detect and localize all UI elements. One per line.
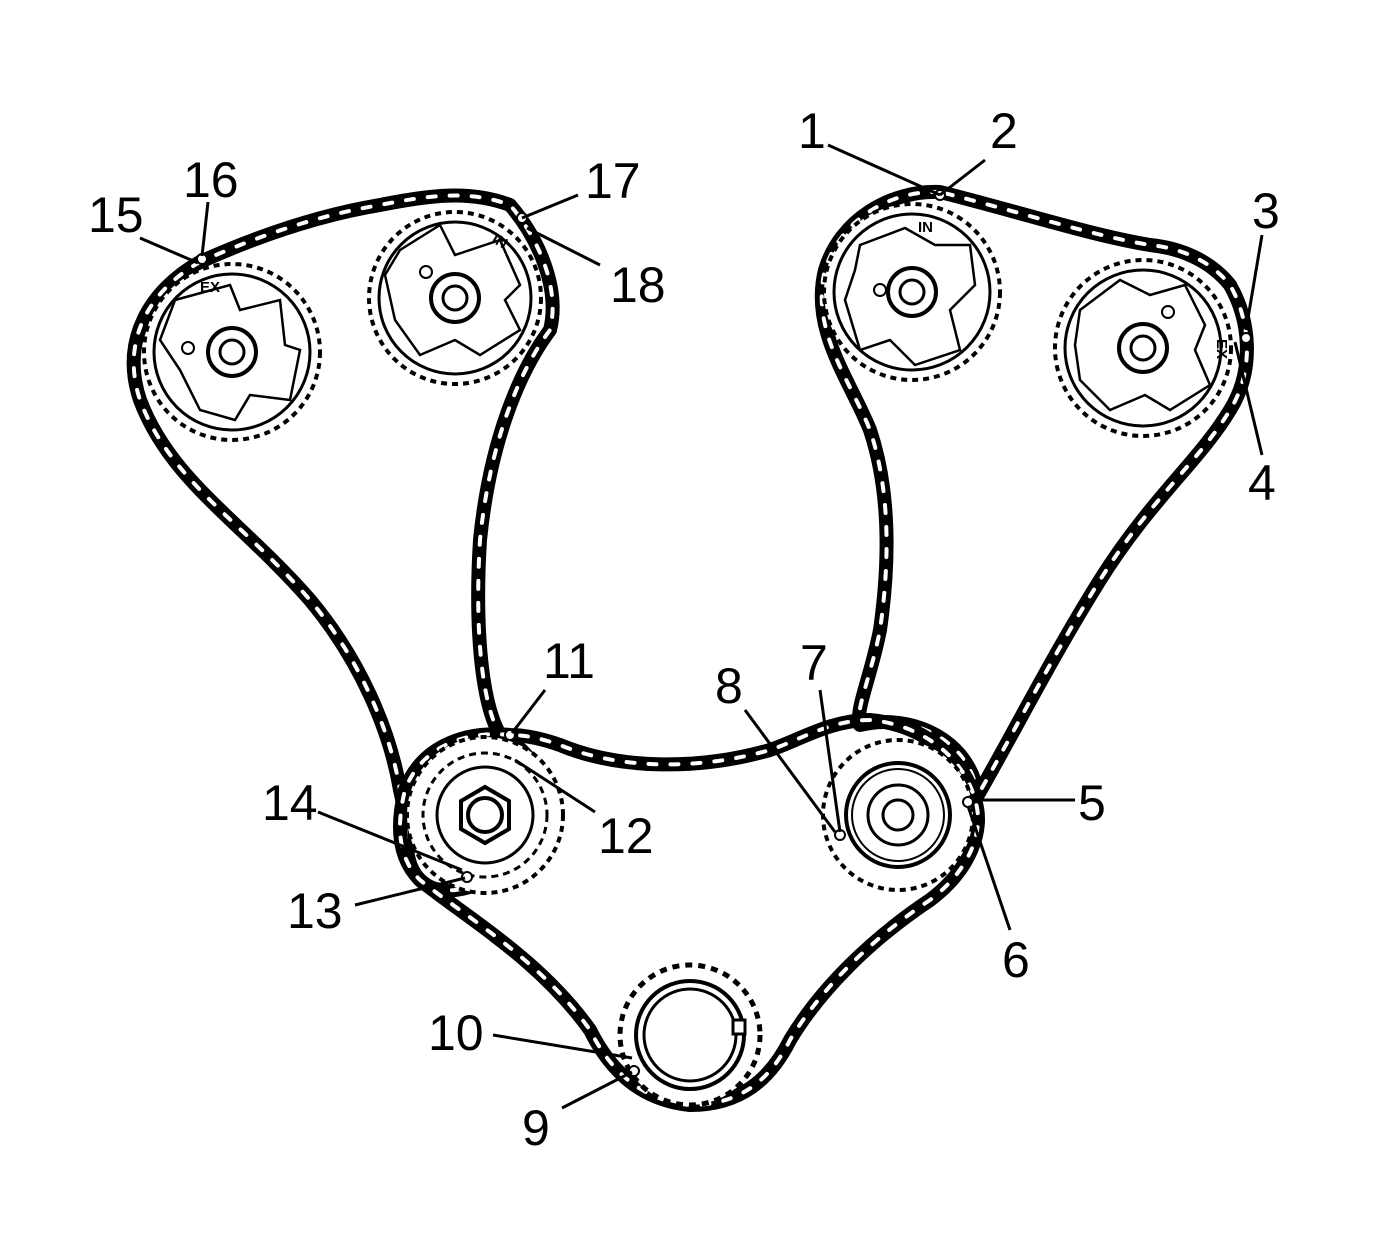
- callout-14: 14: [262, 775, 318, 831]
- callout-7: 7: [800, 635, 828, 691]
- left-idler-sprocket: [405, 735, 565, 895]
- left-intake-camshaft-sprocket: IN: [367, 210, 543, 386]
- callout-9: 9: [522, 1100, 550, 1156]
- callout-17: 17: [585, 153, 641, 209]
- callout-4: 4: [1248, 455, 1276, 511]
- callout-18: 18: [610, 257, 666, 313]
- right-exhaust-camshaft-sprocket: EX: [1053, 258, 1233, 438]
- leader-lines: [139, 143, 1264, 1110]
- left-intake-mark: IN: [489, 230, 510, 252]
- left-exhaust-mark: EX: [200, 279, 220, 296]
- callout-15: 15: [88, 187, 144, 243]
- crankshaft-sprocket: [617, 962, 763, 1108]
- left-exhaust-camshaft-sprocket: EX: [142, 262, 322, 442]
- callout-6: 6: [1002, 932, 1030, 988]
- callout-5: 5: [1078, 775, 1106, 831]
- callout-16: 16: [183, 152, 239, 208]
- callout-2: 2: [990, 103, 1018, 159]
- right-intake-mark: IN: [918, 219, 933, 236]
- callout-13: 13: [287, 883, 343, 939]
- right-idler-sprocket: [821, 738, 975, 892]
- right-intake-camshaft-sprocket: IN: [822, 202, 1002, 382]
- callout-12: 12: [598, 808, 654, 864]
- right-exhaust-mark: EX: [1213, 339, 1230, 359]
- callout-3: 3: [1252, 183, 1280, 239]
- callout-1: 1: [798, 103, 826, 159]
- callout-8: 8: [715, 658, 743, 714]
- callout-10: 10: [428, 1005, 484, 1061]
- callout-11: 11: [543, 633, 595, 689]
